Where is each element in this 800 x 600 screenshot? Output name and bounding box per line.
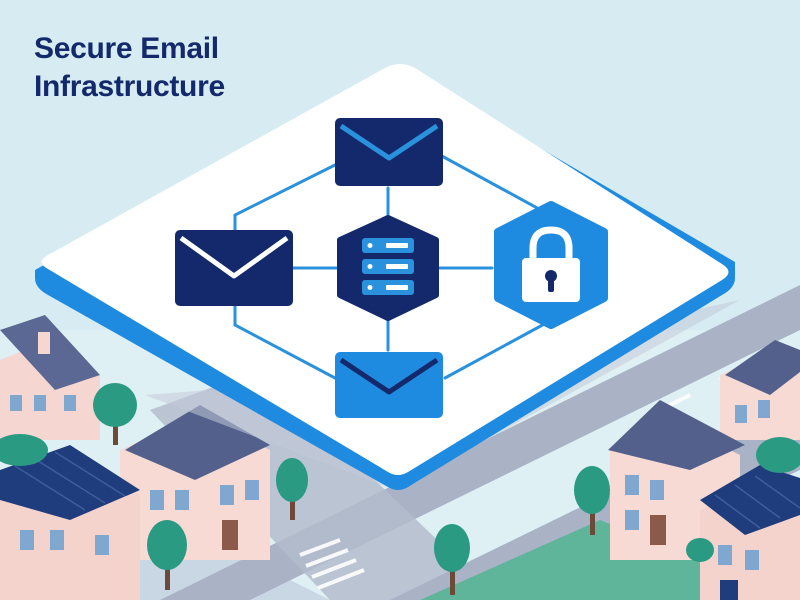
tree-left-3 — [147, 520, 187, 590]
page-title: Secure Email Infrastructure — [34, 30, 225, 106]
bush-right — [686, 437, 800, 562]
house-right-3 — [700, 465, 800, 600]
tree-left-1 — [93, 383, 137, 445]
line-left-bottom — [233, 303, 337, 380]
bush-left — [0, 434, 48, 466]
tree-right-1 — [574, 466, 610, 535]
envelope-icon — [335, 118, 443, 186]
line-bottom-lock — [443, 320, 550, 380]
server-icon — [337, 215, 439, 321]
envelope-icon — [335, 352, 443, 418]
line-top-lock — [438, 153, 552, 217]
tree-right-2 — [434, 524, 470, 595]
title-line-1: Secure Email — [34, 32, 219, 65]
padlock-icon — [494, 201, 608, 329]
house-right-1 — [720, 340, 800, 440]
house-left-3 — [0, 445, 140, 600]
house-left-1 — [0, 315, 100, 440]
connection-lines — [233, 153, 552, 380]
tree-left-2 — [276, 458, 308, 520]
envelope-icon — [175, 230, 293, 306]
town-background — [0, 285, 800, 600]
title-line-2: Infrastructure — [34, 70, 225, 103]
line-top-left — [233, 163, 337, 237]
